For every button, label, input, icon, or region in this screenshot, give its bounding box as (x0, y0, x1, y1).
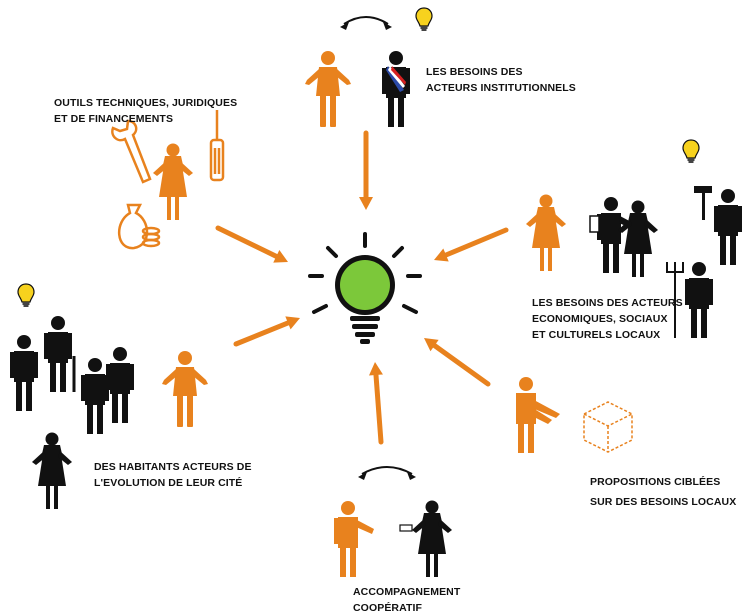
worker-icon (714, 189, 742, 265)
arrow-habitants (233, 316, 300, 347)
box-outline-icon (583, 401, 633, 453)
orange-person-icon (162, 351, 208, 427)
group-institutionnels (305, 7, 433, 127)
arrow-outils (215, 225, 288, 263)
elderly-resident-icon (44, 316, 72, 392)
bulb-glass (340, 260, 390, 310)
arrow-shaft (432, 343, 491, 387)
businesswoman-icon (618, 200, 658, 277)
arrow-head (273, 250, 288, 263)
central-lightbulb-icon (308, 232, 422, 344)
orange-carrier-icon (516, 377, 560, 453)
exchange-arrow-icon (343, 16, 389, 25)
arrow-head (424, 338, 439, 352)
arrow-institutionnels (359, 130, 373, 210)
mayor-person-icon (382, 51, 410, 127)
pitchfork-icon (666, 262, 684, 338)
orange-person-icon (334, 501, 374, 577)
group-habitants (10, 283, 208, 509)
arrow-economiques (434, 227, 509, 262)
exchange-arrow-icon (361, 466, 413, 475)
arrow-head (285, 316, 300, 330)
money-bag-icon (117, 203, 161, 250)
farmer-icon (685, 262, 713, 338)
arrow-shaft (215, 225, 279, 259)
resident-icon (81, 358, 109, 434)
orange-woman-icon (153, 143, 193, 220)
document-icon (589, 215, 600, 233)
document-icon (399, 524, 413, 532)
arrow-shaft (233, 320, 291, 347)
resident-icon (10, 335, 38, 411)
arrow-propositions (424, 338, 491, 387)
resident-woman-icon (32, 432, 72, 509)
group-accompagnement (334, 466, 452, 577)
arrow-head (359, 197, 373, 210)
group-outils (111, 110, 225, 250)
orange-woman-icon (526, 194, 566, 271)
idea-bulb-icon (682, 139, 700, 164)
arrow-head (368, 362, 383, 376)
wrench-icon (111, 119, 152, 184)
arrow-head (434, 248, 449, 262)
idea-bulb-icon (415, 7, 433, 32)
resident-icon (106, 347, 134, 423)
group-economiques (526, 139, 742, 338)
arrow-shaft (443, 227, 509, 258)
group-propositions (516, 377, 633, 453)
person-icon (412, 500, 452, 577)
hammer-icon (694, 186, 712, 220)
light-rays (308, 232, 422, 314)
screwdriver-icon (209, 110, 225, 182)
arrow-shaft (373, 372, 384, 445)
orange-person-icon (305, 51, 351, 127)
arrow-accompagnement (368, 362, 384, 445)
idea-bulb-icon (17, 283, 35, 308)
